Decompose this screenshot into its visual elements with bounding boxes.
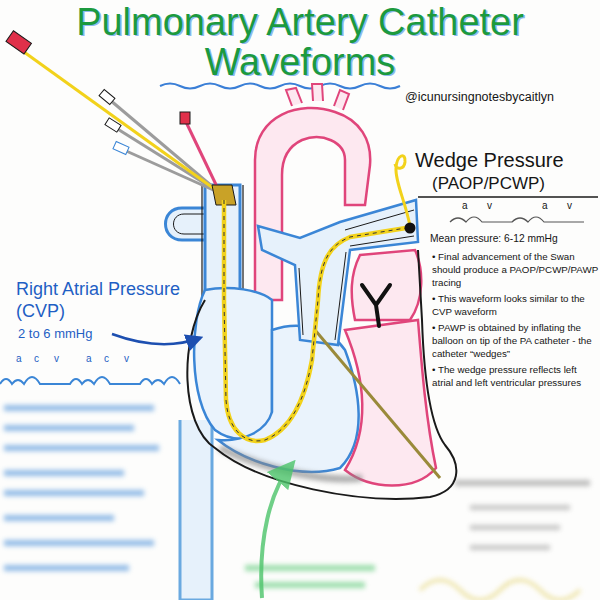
bullet-note: • This waveform looks similar to the CVP… — [432, 292, 598, 318]
pa-catheter — [224, 200, 406, 441]
catheter-line — [315, 330, 440, 478]
bullet-note: • Final advancement of the Swan should p… — [432, 250, 598, 289]
bullet-note: • PAWP is obtained by inflating the ball… — [432, 321, 598, 360]
section-subheading: (PAOP/PCWP) — [432, 174, 545, 194]
right-atrium — [194, 288, 272, 439]
pointer-arrow — [261, 464, 292, 598]
aortic-branch — [286, 88, 302, 106]
blurred-line — [4, 470, 124, 476]
wave-letter: v — [124, 353, 129, 365]
pressure-range: 2 to 6 mmHg — [18, 326, 92, 342]
wedge-waveform — [450, 217, 584, 222]
blurred-line — [4, 490, 144, 496]
blurred-line — [4, 515, 114, 521]
syringe — [6, 31, 31, 54]
catheter-balloon — [405, 223, 416, 234]
pulmonary-artery — [258, 200, 418, 345]
pa-catheter-lumen — [224, 200, 406, 441]
note-text: Mean pressure: 6-12 mmHg — [430, 232, 598, 246]
aortic-branch — [312, 84, 323, 101]
heading-underline — [418, 196, 598, 197]
vessel — [166, 208, 206, 240]
catheter-port — [110, 100, 220, 193]
blurred-line — [245, 565, 375, 571]
blurred-line — [4, 445, 159, 451]
wave-letter: v — [54, 353, 59, 365]
port-cap — [99, 89, 115, 104]
catheter-hook — [395, 156, 410, 226]
blurred-line — [455, 480, 590, 486]
wave-letter: v — [487, 200, 492, 212]
section-heading: Wedge Pressure — [415, 148, 564, 172]
blurred-line — [255, 582, 365, 588]
wave-letter: a — [462, 200, 468, 212]
aortic-branch — [334, 90, 349, 110]
handle-text: @icunursingnotesbycaitlyn — [405, 90, 554, 105]
blurred-line — [470, 505, 570, 510]
catheter-port — [124, 150, 220, 193]
blurred-line — [4, 540, 154, 546]
catheter-line — [24, 52, 220, 193]
blurred-line — [4, 565, 129, 571]
wave-letter: a — [542, 200, 548, 212]
cvp-waveform — [0, 377, 180, 384]
vessel-outline — [174, 214, 206, 234]
port-cap — [180, 112, 190, 124]
wave-letter: a — [86, 353, 92, 365]
wave-letter: c — [104, 353, 109, 365]
blurred-wave — [420, 580, 580, 600]
pointer-arrow — [112, 334, 200, 344]
blurred-line — [470, 525, 560, 530]
wave-letter: c — [34, 353, 39, 365]
inferior-vena-cava — [180, 420, 212, 600]
mitral-valve — [362, 285, 390, 326]
blurred-line — [4, 405, 154, 411]
wave-letter: v — [567, 200, 572, 212]
blurred-line — [4, 425, 134, 431]
right-ventricle — [218, 326, 359, 472]
blurred-line — [470, 545, 550, 550]
wave-letter: a — [16, 353, 22, 365]
section-heading: Right Atrial Pressure (CVP) — [16, 278, 186, 322]
page-title: Pulmonary Artery Catheter Waveforms — [0, 2, 600, 82]
port-cap — [113, 141, 129, 154]
bullet-note: • The wedge pressure reflects left atria… — [432, 363, 598, 389]
title-underline — [160, 84, 400, 89]
